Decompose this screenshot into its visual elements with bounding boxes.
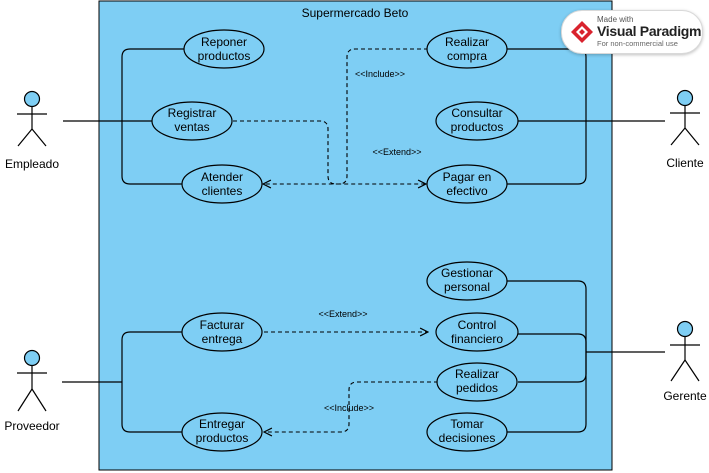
actor-empleado[interactable] [17, 90, 47, 147]
use-case-atender[interactable]: Atender clientes [181, 164, 263, 204]
use-case-label: pedidos [456, 381, 498, 395]
use-case-label: decisiones [439, 431, 496, 445]
system-title: Supermercado Beto [302, 6, 409, 20]
use-case-label: Tomar [450, 417, 483, 431]
use-case-facturar[interactable]: Facturar entrega [181, 312, 263, 352]
use-case-label: Realizar [445, 35, 489, 49]
actor-label-gerente: Gerente [663, 389, 707, 403]
use-case-label: Entregar [199, 417, 245, 431]
use-case-consultar[interactable]: Consultar productos [435, 101, 519, 141]
include-label-compra: <<Include>> [355, 69, 405, 79]
use-case-gestionar[interactable]: Gestionar personal [426, 261, 508, 301]
use-case-tomar[interactable]: Tomar decisiones [426, 412, 508, 452]
extend-label-control: <<Extend>> [318, 309, 367, 319]
use-case-label: personal [444, 280, 490, 294]
use-case-realizar-compra[interactable]: Realizar compra [426, 29, 508, 69]
use-case-label: Pagar en [443, 170, 492, 184]
use-case-label: productos [196, 431, 249, 445]
include-label-entregar: <<Include>> [324, 403, 374, 413]
use-case-label: Gestionar [441, 266, 493, 280]
use-case-label: Consultar [451, 106, 502, 120]
dependency-lines [233, 48, 438, 432]
actor-cliente[interactable] [670, 89, 700, 146]
watermark-brand: Visual Paradigm [597, 23, 702, 39]
use-case-entregar[interactable]: Entregar productos [181, 412, 263, 452]
watermark-note: For non-commercial use [597, 39, 678, 48]
use-case-label: Reponer [201, 35, 247, 49]
actor-proveedor[interactable] [17, 349, 47, 412]
actor-gerente[interactable] [670, 320, 700, 382]
actor-label-proveedor: Proveedor [4, 419, 59, 433]
use-case-label: Facturar [200, 318, 245, 332]
use-case-label: financiero [451, 332, 503, 346]
visual-paradigm-logo-icon [571, 21, 593, 43]
use-case-label: Atender [201, 170, 243, 184]
use-case-control[interactable]: Control financiero [435, 312, 519, 352]
use-case-label: efectivo [446, 184, 488, 198]
use-case-registrar[interactable]: Registrar ventas [151, 101, 233, 141]
use-case-label: clientes [202, 184, 243, 198]
use-case-pagar[interactable]: Pagar en efectivo [426, 164, 508, 204]
visual-paradigm-badge: Made with Visual Paradigm For non-commer… [561, 10, 703, 54]
use-case-label: Registrar [168, 106, 217, 120]
system-boundary [98, 0, 613, 471]
use-case-reponer[interactable]: Reponer productos [183, 29, 265, 69]
use-case-realizar-pedidos[interactable]: Realizar pedidos [436, 362, 518, 402]
use-case-label: productos [198, 49, 251, 63]
extend-label-pagar: <<Extend>> [372, 147, 421, 157]
actor-label-cliente: Cliente [666, 156, 704, 170]
watermark-made-with: Made with [597, 15, 634, 24]
use-case-label: ventas [174, 120, 209, 134]
use-case-label: Control [458, 318, 497, 332]
use-case-label: compra [447, 49, 487, 63]
use-case-label: entrega [202, 332, 243, 346]
use-case-label: productos [451, 120, 504, 134]
use-case-label: Realizar [455, 367, 499, 381]
actor-label-empleado: Empleado [5, 157, 59, 171]
